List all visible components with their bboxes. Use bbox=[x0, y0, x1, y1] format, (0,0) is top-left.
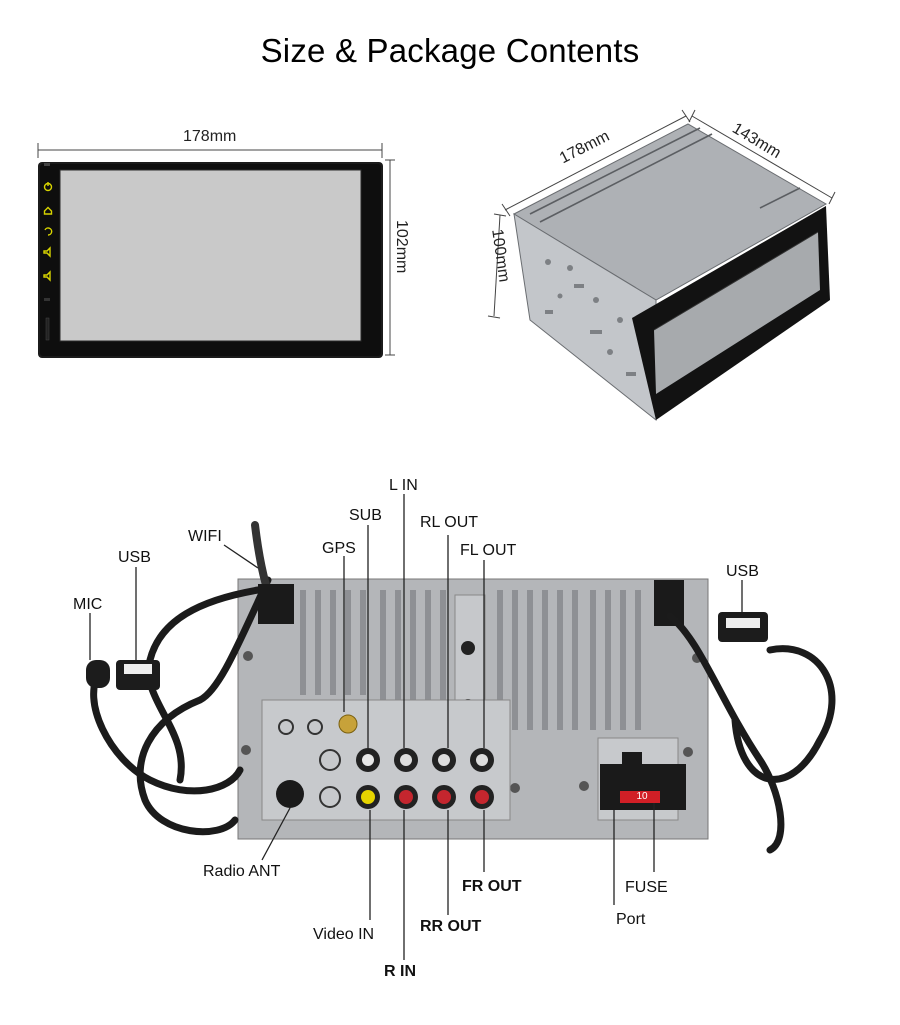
label-fl-out: FL OUT bbox=[460, 542, 517, 559]
label-r-in: R IN bbox=[384, 963, 416, 980]
label-fuse: FUSE bbox=[625, 879, 668, 896]
label-gps: GPS bbox=[322, 540, 356, 557]
label-rr-out: RR OUT bbox=[420, 918, 482, 935]
label-usb-left: USB bbox=[118, 549, 151, 566]
label-mic: MIC bbox=[73, 596, 103, 613]
label-port: Port bbox=[616, 911, 646, 928]
label-radio-ant: Radio ANT bbox=[203, 863, 281, 880]
label-fr-out: FR OUT bbox=[462, 878, 522, 895]
label-usb-right: USB bbox=[726, 563, 759, 580]
page-title: Size & Package Contents bbox=[260, 32, 640, 69]
fuse-marking: 10 bbox=[636, 791, 648, 802]
front-side-buttons bbox=[43, 182, 53, 282]
label-rl-out: RL OUT bbox=[420, 514, 479, 531]
label-wifi: WIFI bbox=[188, 528, 222, 545]
label-video-in: Video IN bbox=[313, 926, 375, 943]
label-sub: SUB bbox=[349, 507, 382, 524]
front-width-label: 178mm bbox=[183, 128, 237, 145]
label-l-in: L IN bbox=[389, 477, 418, 494]
